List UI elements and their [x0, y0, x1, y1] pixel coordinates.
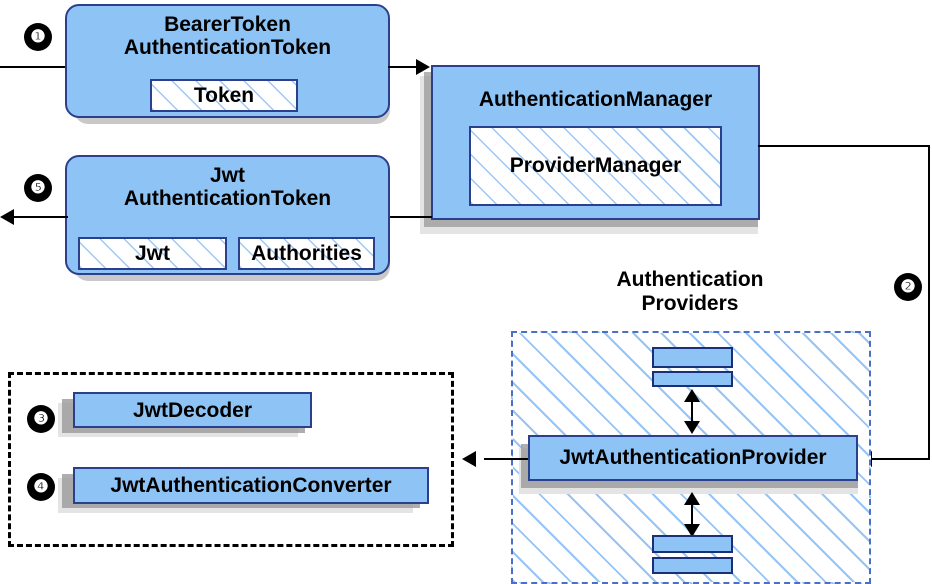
jwt-provider-node: JwtAuthenticationProvider — [528, 435, 858, 481]
provider-link-bottom-arrow-up — [684, 492, 700, 505]
provider-link-bottom-line — [691, 495, 693, 533]
provider-link-top-arrow-up — [684, 389, 700, 402]
step-marker-3: ❸ — [28, 406, 54, 432]
provider-link-bottom-arrow-down — [684, 524, 700, 537]
step-marker-5: ❺ — [25, 175, 51, 201]
provider-manager-label: ProviderManager — [509, 154, 682, 177]
support-components-box — [8, 372, 454, 547]
bearer-token-title-line1: BearerToken — [164, 13, 291, 36]
outgoing-response-arrowhead — [0, 209, 14, 225]
auth-manager-title: AuthenticationManager — [478, 88, 713, 111]
jwt-token-inner-authorities: Authorities — [238, 237, 375, 270]
jwt-inner-label: Jwt — [134, 241, 170, 265]
provider-stub-top-2 — [652, 371, 733, 387]
step-marker-1: ❶ — [25, 24, 51, 50]
provider-to-support-arrowhead — [462, 451, 476, 467]
bearer-to-manager-line — [388, 66, 420, 68]
manager-down-line — [928, 145, 930, 459]
provider-in-line — [872, 458, 930, 460]
provider-link-top-line — [691, 392, 693, 430]
providers-label-line1: Authentication — [616, 268, 764, 291]
jwt-decoder-label: JwtDecoder — [132, 399, 253, 422]
jwt-converter-node: JwtAuthenticationConverter — [73, 467, 429, 504]
jwt-token-title: Jwt AuthenticationToken — [67, 157, 388, 210]
jwt-token-inner-jwt: Jwt — [78, 237, 227, 270]
bearer-token-inner-label: Token — [193, 83, 255, 107]
auth-manager-inner-provider-manager: ProviderManager — [469, 126, 722, 206]
bearer-to-manager-arrowhead — [416, 59, 430, 75]
authorities-inner-label: Authorities — [251, 241, 362, 265]
provider-stub-top-1 — [652, 347, 733, 368]
provider-link-top-arrow-down — [684, 421, 700, 434]
provider-stub-bottom-1 — [652, 535, 733, 553]
provider-to-support-line — [484, 458, 528, 460]
outgoing-response-line — [14, 216, 68, 218]
providers-group-label: Authentication Providers — [570, 268, 810, 315]
manager-to-jwt-token-line — [388, 216, 432, 218]
providers-label-line2: Providers — [641, 291, 739, 315]
bearer-token-title-line2: AuthenticationToken — [123, 35, 332, 59]
step-marker-2: ❷ — [895, 274, 921, 300]
bearer-token-node: BearerToken AuthenticationToken — [65, 4, 390, 118]
provider-stub-bottom-2 — [652, 557, 733, 574]
manager-out-line — [758, 145, 930, 147]
jwt-token-title-line2: AuthenticationToken — [123, 186, 332, 210]
jwt-provider-label: JwtAuthenticationProvider — [559, 446, 827, 469]
jwt-decoder-node: JwtDecoder — [73, 392, 312, 428]
jwt-converter-label: JwtAuthenticationConverter — [110, 474, 392, 497]
bearer-token-inner-token: Token — [150, 79, 298, 112]
step-marker-4: ❹ — [28, 474, 54, 500]
jwt-token-title-line1: Jwt — [209, 164, 245, 187]
incoming-request-line — [0, 66, 66, 68]
bearer-token-title: BearerToken AuthenticationToken — [67, 6, 388, 59]
